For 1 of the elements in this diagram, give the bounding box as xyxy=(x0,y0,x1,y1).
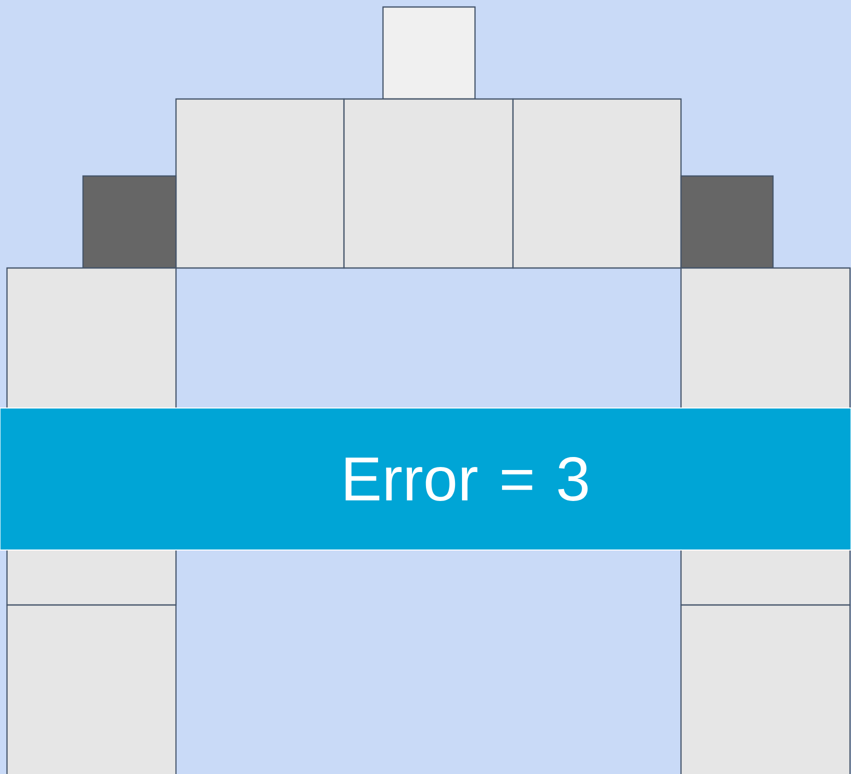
banner: Error = 3 xyxy=(0,408,851,550)
